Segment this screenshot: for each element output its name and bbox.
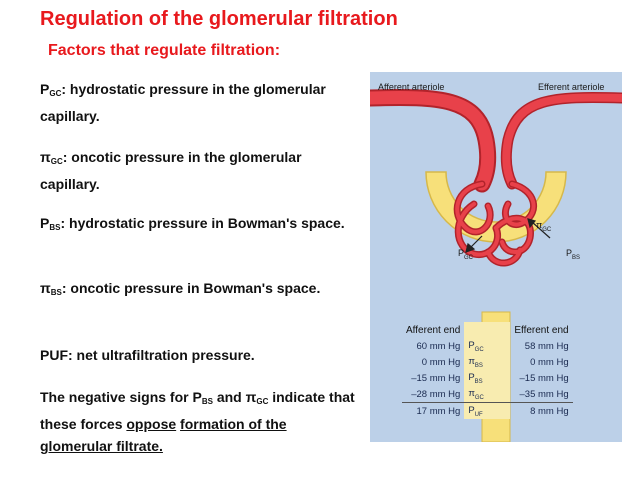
table-row-total: 17 mm Hg PUF 8 mm Hg [402,402,573,419]
table-row: 60 mm Hg PGC 58 mm Hg [416,338,569,354]
glomerulus-figure: Afferent arteriole Efferent arteriole PG… [370,72,622,442]
table-row: 0 mm Hg πBS 0 mm Hg [421,354,569,370]
efferent-arteriole-label: Efferent arteriole [538,82,605,92]
definition-puf: PUF: net ultrafiltration pressure. [40,347,255,363]
definition-pgc: PGC: hydrostatic pressure in the glomeru… [40,81,326,124]
afferent-end-header: Afferent end [406,324,461,336]
afferent-arteriole-label: Afferent arteriole [378,82,445,92]
pigc-arrow-label: πGC [536,220,552,233]
pgc-arrow-label: PGC [458,248,474,261]
efferent-end-header: Efferent end [514,324,569,336]
pbs-arrow-label: PBS [566,248,581,261]
table-row: –15 mm Hg PBS –15 mm Hg [411,370,569,386]
definition-pbs: PBS: hydrostatic pressure in Bowman's sp… [40,215,345,232]
definition-pibs: πBS: oncotic pressure in Bowman's space. [40,280,321,297]
table-row: –28 mm Hg πGC –35 mm Hg [402,386,573,403]
slide-subtitle: Factors that regulate filtration: [48,42,281,59]
negative-signs-note: The negative signs for PBS and πGC indic… [40,389,355,454]
slide-title: Regulation of the glomerular filtration [40,8,398,30]
pressure-table: Afferent end Efferent end 60 mm Hg PGC 5… [402,322,573,419]
definition-pigc: πGC: oncotic pressure in the glomerular … [40,149,302,192]
force-arrows [465,218,551,253]
